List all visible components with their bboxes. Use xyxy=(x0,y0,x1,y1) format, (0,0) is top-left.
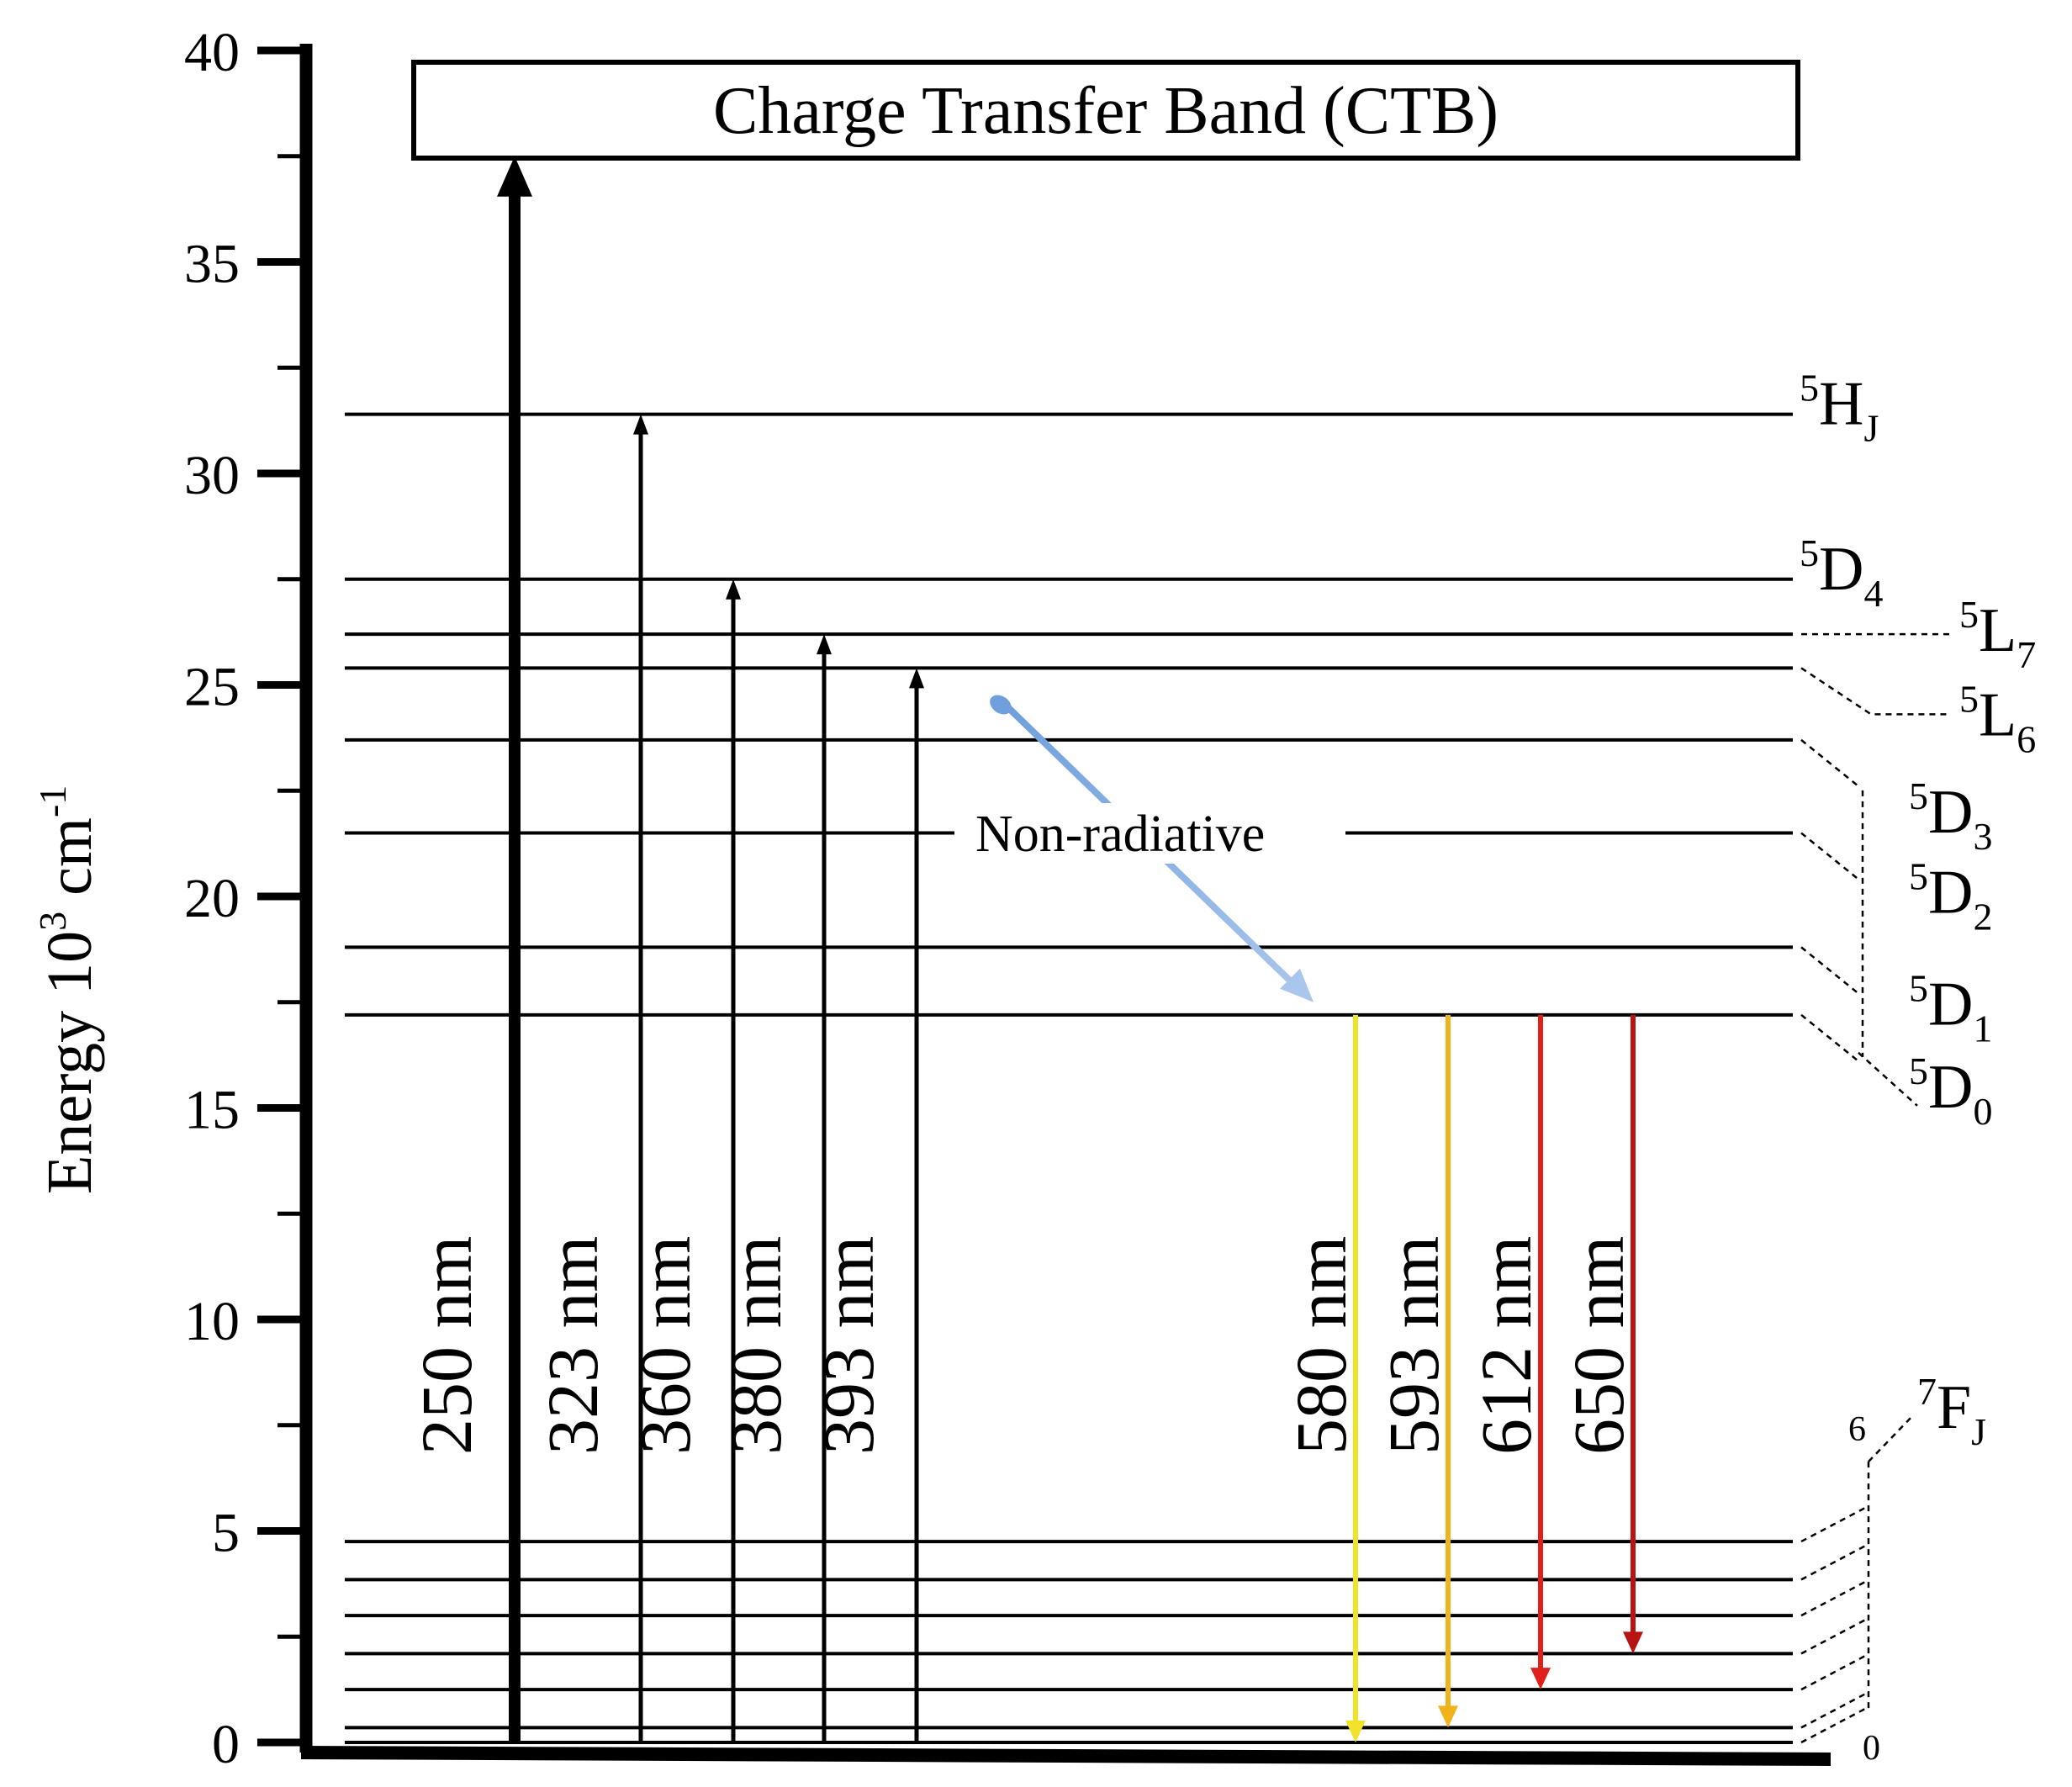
state-label-5L7-main: L xyxy=(1979,596,2016,665)
y-tick-label: 10 xyxy=(184,1291,240,1352)
excitation-arrow-head xyxy=(633,414,648,435)
connector-5D1 xyxy=(1800,946,1859,995)
ground-connector xyxy=(1800,1707,1866,1744)
ground-connector xyxy=(1800,1545,1866,1581)
emission-arrow-head xyxy=(1623,1631,1643,1654)
state-label-5L7-sub: 7 xyxy=(2016,633,2036,676)
excitation-arrow-head xyxy=(909,668,924,689)
state-label-5L6: 5L6 xyxy=(1959,677,2036,760)
state-label-5L6-main: L xyxy=(1979,680,2016,749)
state-label-5D1-sub: 1 xyxy=(1973,1007,1992,1049)
state-label-7FJ-sub: J xyxy=(1971,1410,1986,1453)
state-label-5D4-main: D xyxy=(1819,535,1863,604)
ground-bracket-lead xyxy=(1868,1414,1914,1462)
connector-5D0-b xyxy=(1858,1051,1918,1107)
state-label-5L7: 5L7 xyxy=(1959,593,2036,676)
emission-wavelength-label: 612 nm xyxy=(1466,1236,1546,1455)
ground-connector xyxy=(1800,1619,1866,1655)
state-label-5D4-sub: 4 xyxy=(1863,572,1883,615)
excitation-wavelength-label: 360 nm xyxy=(625,1236,706,1455)
j-bottom-label: 0 xyxy=(1863,1729,1880,1768)
ground-levels: 7FJ 6 0 xyxy=(345,1370,1986,1768)
nonradiative-arrow-head xyxy=(1280,968,1314,1002)
excitation-wavelength-label: 323 nm xyxy=(532,1236,613,1455)
state-label-5L7-sup: 5 xyxy=(1959,593,1979,636)
ctb-label: Charge Transfer Band (CTB) xyxy=(713,74,1498,148)
y-tick-label: 35 xyxy=(184,234,240,295)
state-label-5HJ-sup: 5 xyxy=(1800,367,1819,410)
emission-wavelength-label: 593 nm xyxy=(1373,1236,1454,1455)
y-tick-label: 40 xyxy=(184,22,240,83)
excitation-arrow-head xyxy=(726,579,741,600)
ground-connector xyxy=(1800,1506,1866,1543)
state-label-5D3: 5D3 xyxy=(1909,775,1992,858)
y-axis-ticks: 0 5 10 15 20 25 30 35 40 xyxy=(184,22,306,1775)
state-label-5HJ-sub: J xyxy=(1863,407,1879,450)
state-label-5L6-sup: 5 xyxy=(1959,677,1979,720)
state-label-5D3-sub: 3 xyxy=(1973,815,1992,858)
ctb-box xyxy=(411,60,1800,161)
connector-5D2 xyxy=(1800,832,1859,880)
state-label-7FJ: 7FJ xyxy=(1917,1370,1986,1453)
excitation-wavelength-label: 250 nm xyxy=(406,1236,487,1455)
emission-arrow-head xyxy=(1438,1705,1458,1728)
state-label-5D3-main: D xyxy=(1928,778,1973,847)
nonradiative-label-bg xyxy=(954,803,1345,864)
y-tick-label: 20 xyxy=(184,868,240,929)
state-label-7FJ-main: F xyxy=(1937,1373,1971,1442)
state-label-5D0: 5D0 xyxy=(1909,1049,1992,1133)
emission-wavelength-label: 650 nm xyxy=(1558,1236,1639,1455)
connector-5L6 xyxy=(1800,667,1951,716)
y-tick-label: 25 xyxy=(184,657,240,718)
j-top-label: 6 xyxy=(1848,1410,1866,1449)
excitation-wavelength-label: 393 nm xyxy=(808,1236,889,1455)
state-label-5D2-main: D xyxy=(1928,859,1973,928)
ground-connector xyxy=(1800,1693,1866,1729)
excitation-arrow-head xyxy=(817,634,832,655)
excitation-wavelength-label: 380 nm xyxy=(716,1236,796,1455)
state-label-5D0-sub: 0 xyxy=(1973,1090,1992,1133)
state-label-5HJ-main: H xyxy=(1819,370,1863,439)
state-label-5L6-sub: 6 xyxy=(2016,717,2036,760)
connector-5D3 xyxy=(1800,738,1859,787)
y-axis-label: Energy 103 cm-1 xyxy=(31,785,105,1194)
state-label-5D4: 5D4 xyxy=(1800,531,1883,615)
state-label-5D0-main: D xyxy=(1928,1053,1973,1122)
state-label-5D1-main: D xyxy=(1928,970,1973,1039)
excitation-arrow-head xyxy=(497,156,532,197)
emission-arrow-head xyxy=(1345,1721,1366,1742)
emission-arrow-head xyxy=(1530,1668,1551,1690)
emission-wavelength-label: 580 nm xyxy=(1281,1236,1361,1455)
state-label-5D1-sup: 5 xyxy=(1909,966,1928,1009)
state-label-5D2-sub: 2 xyxy=(1973,896,1992,938)
x-axis-line xyxy=(300,1746,1832,1766)
state-label-5D2: 5D2 xyxy=(1909,855,1992,938)
state-label-5D3-sup: 5 xyxy=(1909,775,1928,817)
nonradiative-transition: Non-radiative xyxy=(954,695,1345,1002)
y-tick-label: 15 xyxy=(184,1080,240,1141)
state-label-7FJ-sup: 7 xyxy=(1917,1370,1937,1413)
ground-connector xyxy=(1800,1580,1866,1617)
connector-5D0 xyxy=(1800,1013,1859,1062)
y-tick-label: 0 xyxy=(212,1714,240,1775)
state-label-5D0-sup: 5 xyxy=(1909,1049,1928,1092)
state-label-5D1: 5D1 xyxy=(1909,966,1992,1049)
ground-connector xyxy=(1800,1655,1866,1691)
state-label-5HJ: 5HJ xyxy=(1800,367,1879,450)
y-tick-label: 30 xyxy=(184,445,240,506)
state-label-5D2-sup: 5 xyxy=(1909,855,1928,898)
state-label-5D4-sup: 5 xyxy=(1800,531,1819,574)
y-tick-label: 5 xyxy=(212,1503,240,1564)
nonradiative-label: Non-radiative xyxy=(975,806,1265,863)
